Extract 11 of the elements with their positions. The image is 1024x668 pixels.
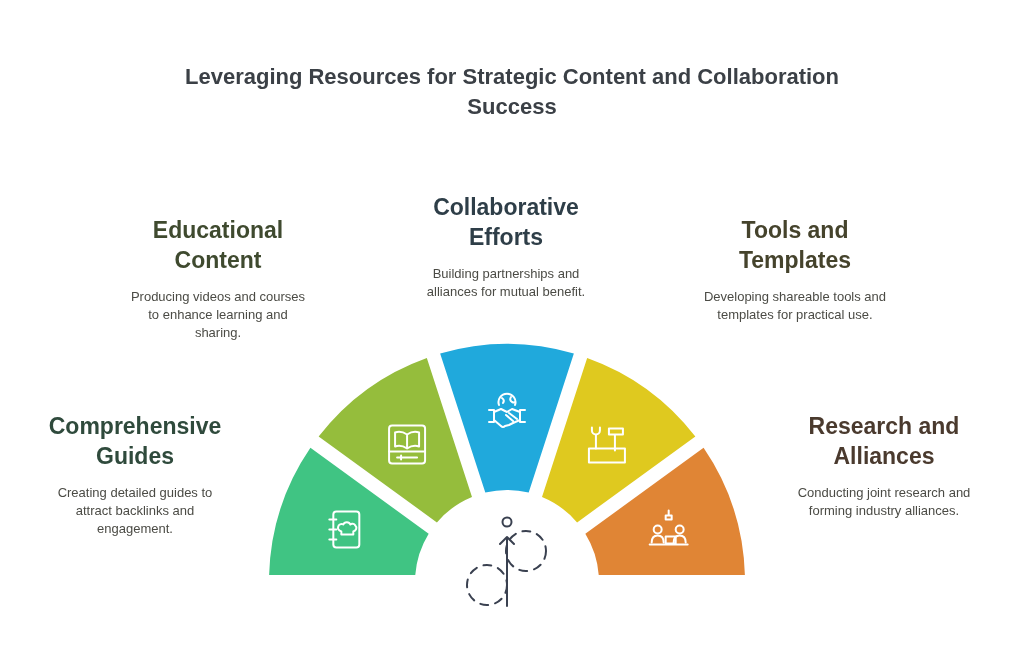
heading: Research and Alliances (807, 412, 961, 471)
heading: Comprehensive Guides (47, 412, 223, 471)
description: Building partnerships and alliances for mutual benefit. (425, 265, 587, 301)
description: Conducting joint research and forming industry alliances. (796, 484, 972, 520)
description: Producing videos and courses to enhance learning and sharing. (129, 288, 307, 342)
description: Developing shareable tools and templates for practical use. (702, 288, 888, 324)
heading: Collaborative Efforts (432, 193, 580, 252)
description: Creating detailed guides to attract backlinks and engagement. (56, 484, 214, 538)
heading: Educational Content (151, 216, 285, 275)
heading: Tools and Templates (737, 216, 853, 275)
title: Leveraging Resources for Strategic Content and Collaboration Success (184, 63, 840, 121)
